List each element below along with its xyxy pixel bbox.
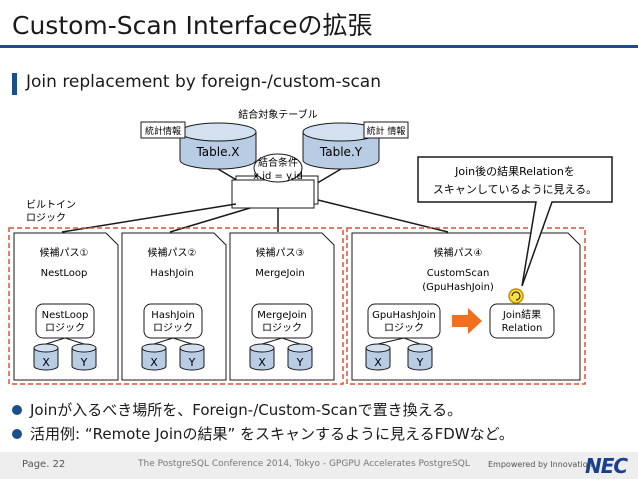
logic-3-line2: ロジック [262, 322, 302, 334]
table-x-mini-cylinder: X [249, 343, 275, 371]
x-label: X [258, 356, 266, 369]
page-subtitle: Join replacement by foreign-/custom-scan [26, 72, 381, 92]
builtin-label-line2: ロジック [26, 212, 66, 224]
tagline: Empowered by Innovation [488, 460, 593, 469]
logic-3-line1: MergeJoin [257, 310, 306, 321]
bullet-item: Joinが入るべき場所を、Foreign-/Custom-Scanで置き換える。 [12, 398, 514, 422]
join-result-line1: Join結果 [502, 308, 541, 321]
path-4-name: CustomScan [427, 268, 490, 279]
stats-label-y: 統計 情報 [367, 125, 406, 137]
conference-label: The PostgreSQL Conference 2014, Tokyo - … [138, 459, 470, 469]
logic-1-line1: NestLoop [42, 310, 89, 321]
rotate-icon [508, 288, 524, 304]
callout-line2: スキャンしているように見える。 [433, 183, 597, 196]
bullet-item: 活用例: “Remote Joinの結果” をスキャンするように見えるFDWなど… [12, 422, 514, 446]
bullet-text: Joinが入るべき場所を、Foreign-/Custom-Scanで置き換える。 [30, 401, 463, 419]
bullet-list: Joinが入るべき場所を、Foreign-/Custom-Scanで置き換える。… [12, 398, 514, 446]
builtin-paths-boundary [8, 227, 344, 385]
page-title: Custom-Scan Interfaceの拡張 [12, 11, 373, 40]
table-y-cylinder [302, 122, 380, 170]
join-condition-label: 結合条件 [258, 156, 298, 169]
join-condition-expr: x.id = y.id [253, 171, 303, 182]
page-number: Page. 22 [22, 459, 66, 470]
title-underline [0, 45, 638, 48]
join-result-line2: Relation [502, 323, 543, 334]
subtitle-bar [12, 73, 17, 95]
bullet-text: 活用例: “Remote Joinの結果” をスキャンするように見えるFDWなど… [30, 425, 514, 443]
table-y-label: Table.Y [319, 145, 363, 159]
stats-box-x [140, 121, 186, 139]
callout-bubble [417, 156, 613, 287]
path-3-name: MergeJoin [255, 268, 304, 279]
path-4-name2: (GpuHashJoin) [422, 282, 494, 293]
join-condition-box [231, 153, 319, 209]
table-x-mini-cylinder: X [33, 343, 59, 371]
footer-bar: Page. 22 The PostgreSQL Conference 2014,… [0, 452, 638, 479]
logic-4-line1: GpuHashJoin [372, 310, 436, 321]
join-result-box [489, 303, 555, 339]
logic-1-line2: ロジック [45, 322, 85, 334]
join-diagram: 結合対象テーブル Table.X Table.Y 統計情報 統計 情報 結合条件… [8, 108, 613, 385]
callout-line1: Join後の結果Relationを [454, 164, 575, 178]
y-label: Y [188, 356, 196, 369]
target-table-label: 結合対象テーブル [238, 108, 317, 121]
bullet-dot-icon [12, 429, 22, 439]
custom-path-boundary [346, 227, 586, 385]
logic-2-line1: HashJoin [151, 310, 194, 321]
y-label: Y [80, 356, 88, 369]
result-arrow-icon [452, 308, 482, 334]
y-label: Y [296, 356, 304, 369]
logic-4-line2: ロジック [384, 322, 424, 334]
path-1-label: 候補パス① [40, 246, 89, 259]
table-y-mini-cylinder: Y [179, 343, 205, 371]
path-2-name: HashJoin [150, 268, 193, 279]
path-4-label: 候補パス④ [434, 246, 483, 259]
table-y-mini-cylinder: Y [407, 343, 433, 371]
table-x-cylinder [179, 122, 257, 170]
table-y-mini-cylinder: Y [287, 343, 313, 371]
table-x-label: Table.X [195, 145, 239, 159]
builtin-label-line1: ビルトイン [26, 199, 76, 211]
y-label: Y [416, 356, 424, 369]
path-1-name: NestLoop [41, 268, 88, 279]
stats-label-x: 統計情報 [145, 125, 181, 137]
table-y-mini-cylinder: Y [71, 343, 97, 371]
nec-logo: NEC [585, 454, 628, 478]
table-x-mini-cylinder: X [365, 343, 391, 371]
path-3-label: 候補パス③ [256, 246, 305, 259]
stats-box-y [363, 121, 409, 139]
bullet-dot-icon [12, 405, 22, 415]
x-label: X [150, 356, 158, 369]
x-label: X [42, 356, 50, 369]
table-x-mini-cylinder: X [141, 343, 167, 371]
path-2-label: 候補パス② [148, 246, 197, 259]
logic-2-line2: ロジック [153, 322, 193, 334]
x-label: X [374, 356, 382, 369]
